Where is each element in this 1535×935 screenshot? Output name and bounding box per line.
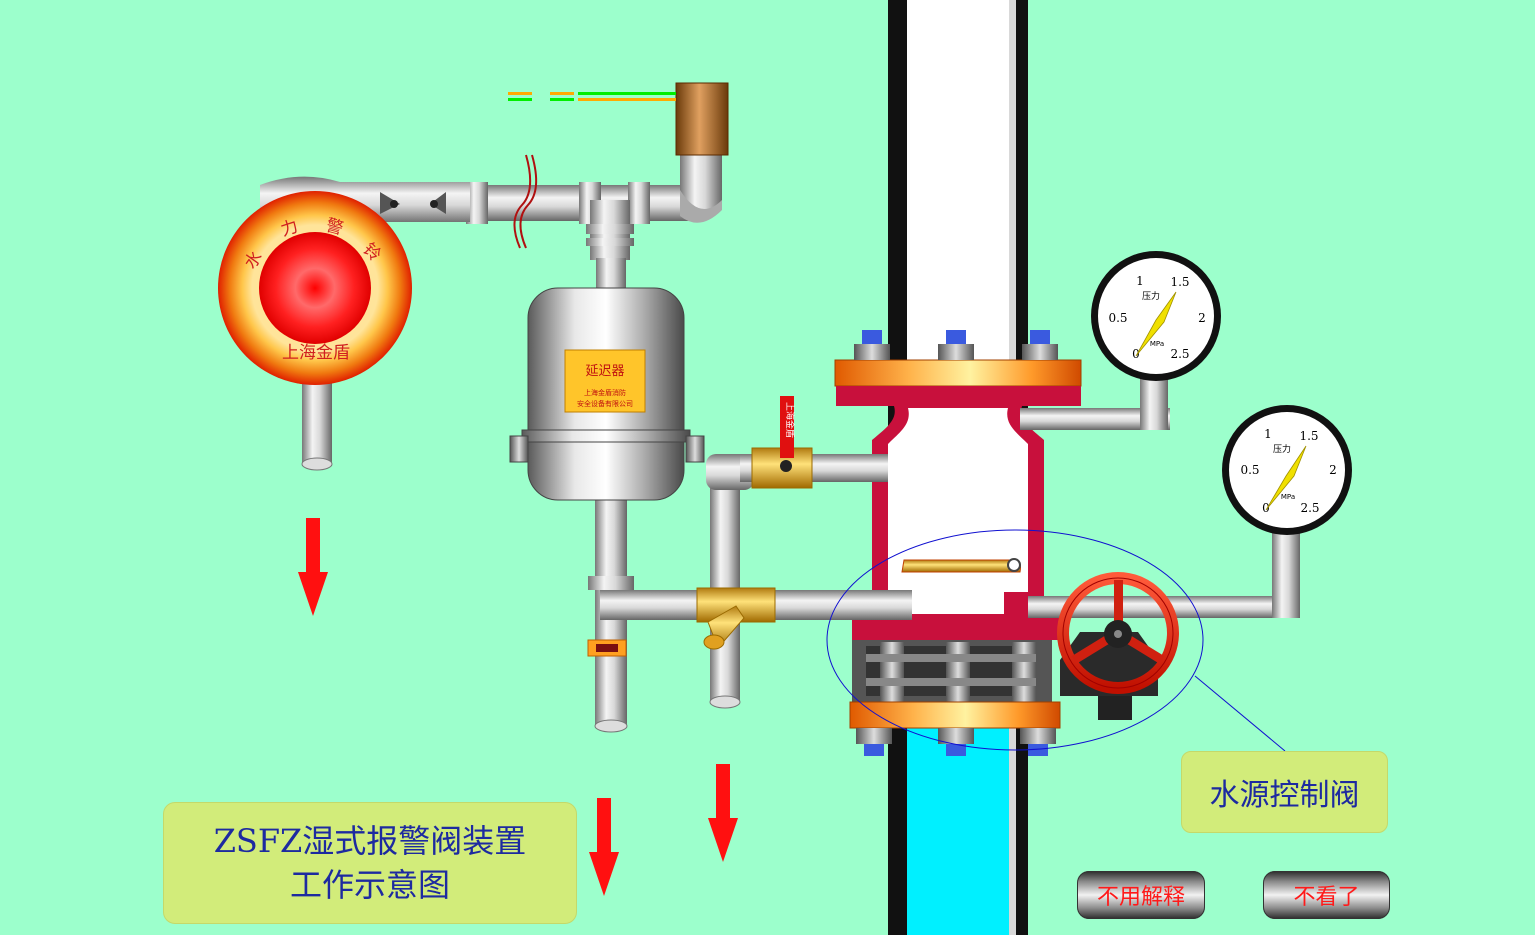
orange-coupling — [587, 639, 627, 657]
water-column — [907, 725, 1009, 935]
gong-maker: 上海金盾 — [282, 343, 350, 363]
gauge-tick: 2 — [1198, 311, 1206, 325]
ball-valve[interactable]: 上海金盾 — [751, 396, 813, 489]
alarm-valve — [834, 330, 1082, 756]
retard-chamber: 延迟器 上海金盾消防 安全设备有限公司 — [509, 287, 705, 501]
retard-chamber-maker-2: 安全设备有限公司 — [577, 399, 633, 408]
gauge-tick: 2.5 — [1300, 501, 1319, 515]
gauge-tick: 1 — [1264, 427, 1272, 441]
down-arrow-icon — [298, 518, 328, 616]
pressure-gauge-lower: 1 1.5 0.5 2 0 2.5 压力 MPa — [1222, 405, 1352, 535]
down-arrow-icon — [708, 764, 738, 862]
gauge-tick: 0.5 — [1240, 463, 1259, 477]
gauge-tick: 2.5 — [1170, 347, 1189, 361]
gauge-tick: 0 — [1132, 347, 1140, 361]
gauge-label: 压力 — [1142, 290, 1160, 302]
water-motor-gong: 水 力 警 铃 上海金盾 — [218, 176, 470, 471]
gauge-tick: 1.5 — [1170, 275, 1189, 289]
diagram-title: ZSFZ湿式报警阀装置 工作示意图 — [163, 802, 577, 924]
callout-label-water-source-valve: 水源控制阀 — [1181, 751, 1388, 833]
gauge-tick: 1 — [1136, 274, 1144, 288]
gong-char-2: 力 — [278, 216, 300, 240]
gauge-unit: MPa — [1150, 340, 1164, 348]
gauge-tick: 1.5 — [1299, 429, 1318, 443]
down-arrow-icon — [589, 798, 619, 896]
no-explain-button[interactable]: 不用解释 — [1077, 871, 1205, 919]
flange-bolts-bottom — [856, 728, 1056, 756]
ball-valve-brand: 上海金盾 — [784, 402, 796, 438]
hand-wheel-icon[interactable] — [1057, 572, 1179, 720]
flow-arrows — [298, 518, 738, 896]
gauge-tick: 0.5 — [1108, 311, 1127, 325]
gauge-tick: 2 — [1329, 463, 1337, 477]
retard-chamber-label: 延迟器 — [585, 364, 624, 379]
callout-ellipse — [826, 529, 1286, 752]
flange-bolts-top — [854, 330, 1058, 360]
gauge-unit: MPa — [1281, 493, 1295, 501]
title-line-2: 工作示意图 — [289, 866, 450, 904]
retard-chamber-maker-1: 上海金盾消防 — [584, 388, 626, 397]
gauge-tick: 0 — [1262, 501, 1270, 515]
gauge-needle — [1265, 445, 1307, 511]
pressure-gauge-upper: 1 1.5 0.5 2 0 2.5 压力 MPa — [1091, 251, 1221, 381]
gauge-label: 压力 — [1273, 443, 1291, 455]
pipework — [330, 150, 1300, 733]
gauge-needle — [1135, 291, 1177, 357]
title-line-1: ZSFZ湿式报警阀装置 — [213, 822, 527, 860]
strainer — [696, 587, 776, 650]
pressure-switch — [508, 82, 729, 249]
gong-char-3: 警 — [324, 216, 346, 240]
skip-button[interactable]: 不看了 — [1263, 871, 1390, 919]
